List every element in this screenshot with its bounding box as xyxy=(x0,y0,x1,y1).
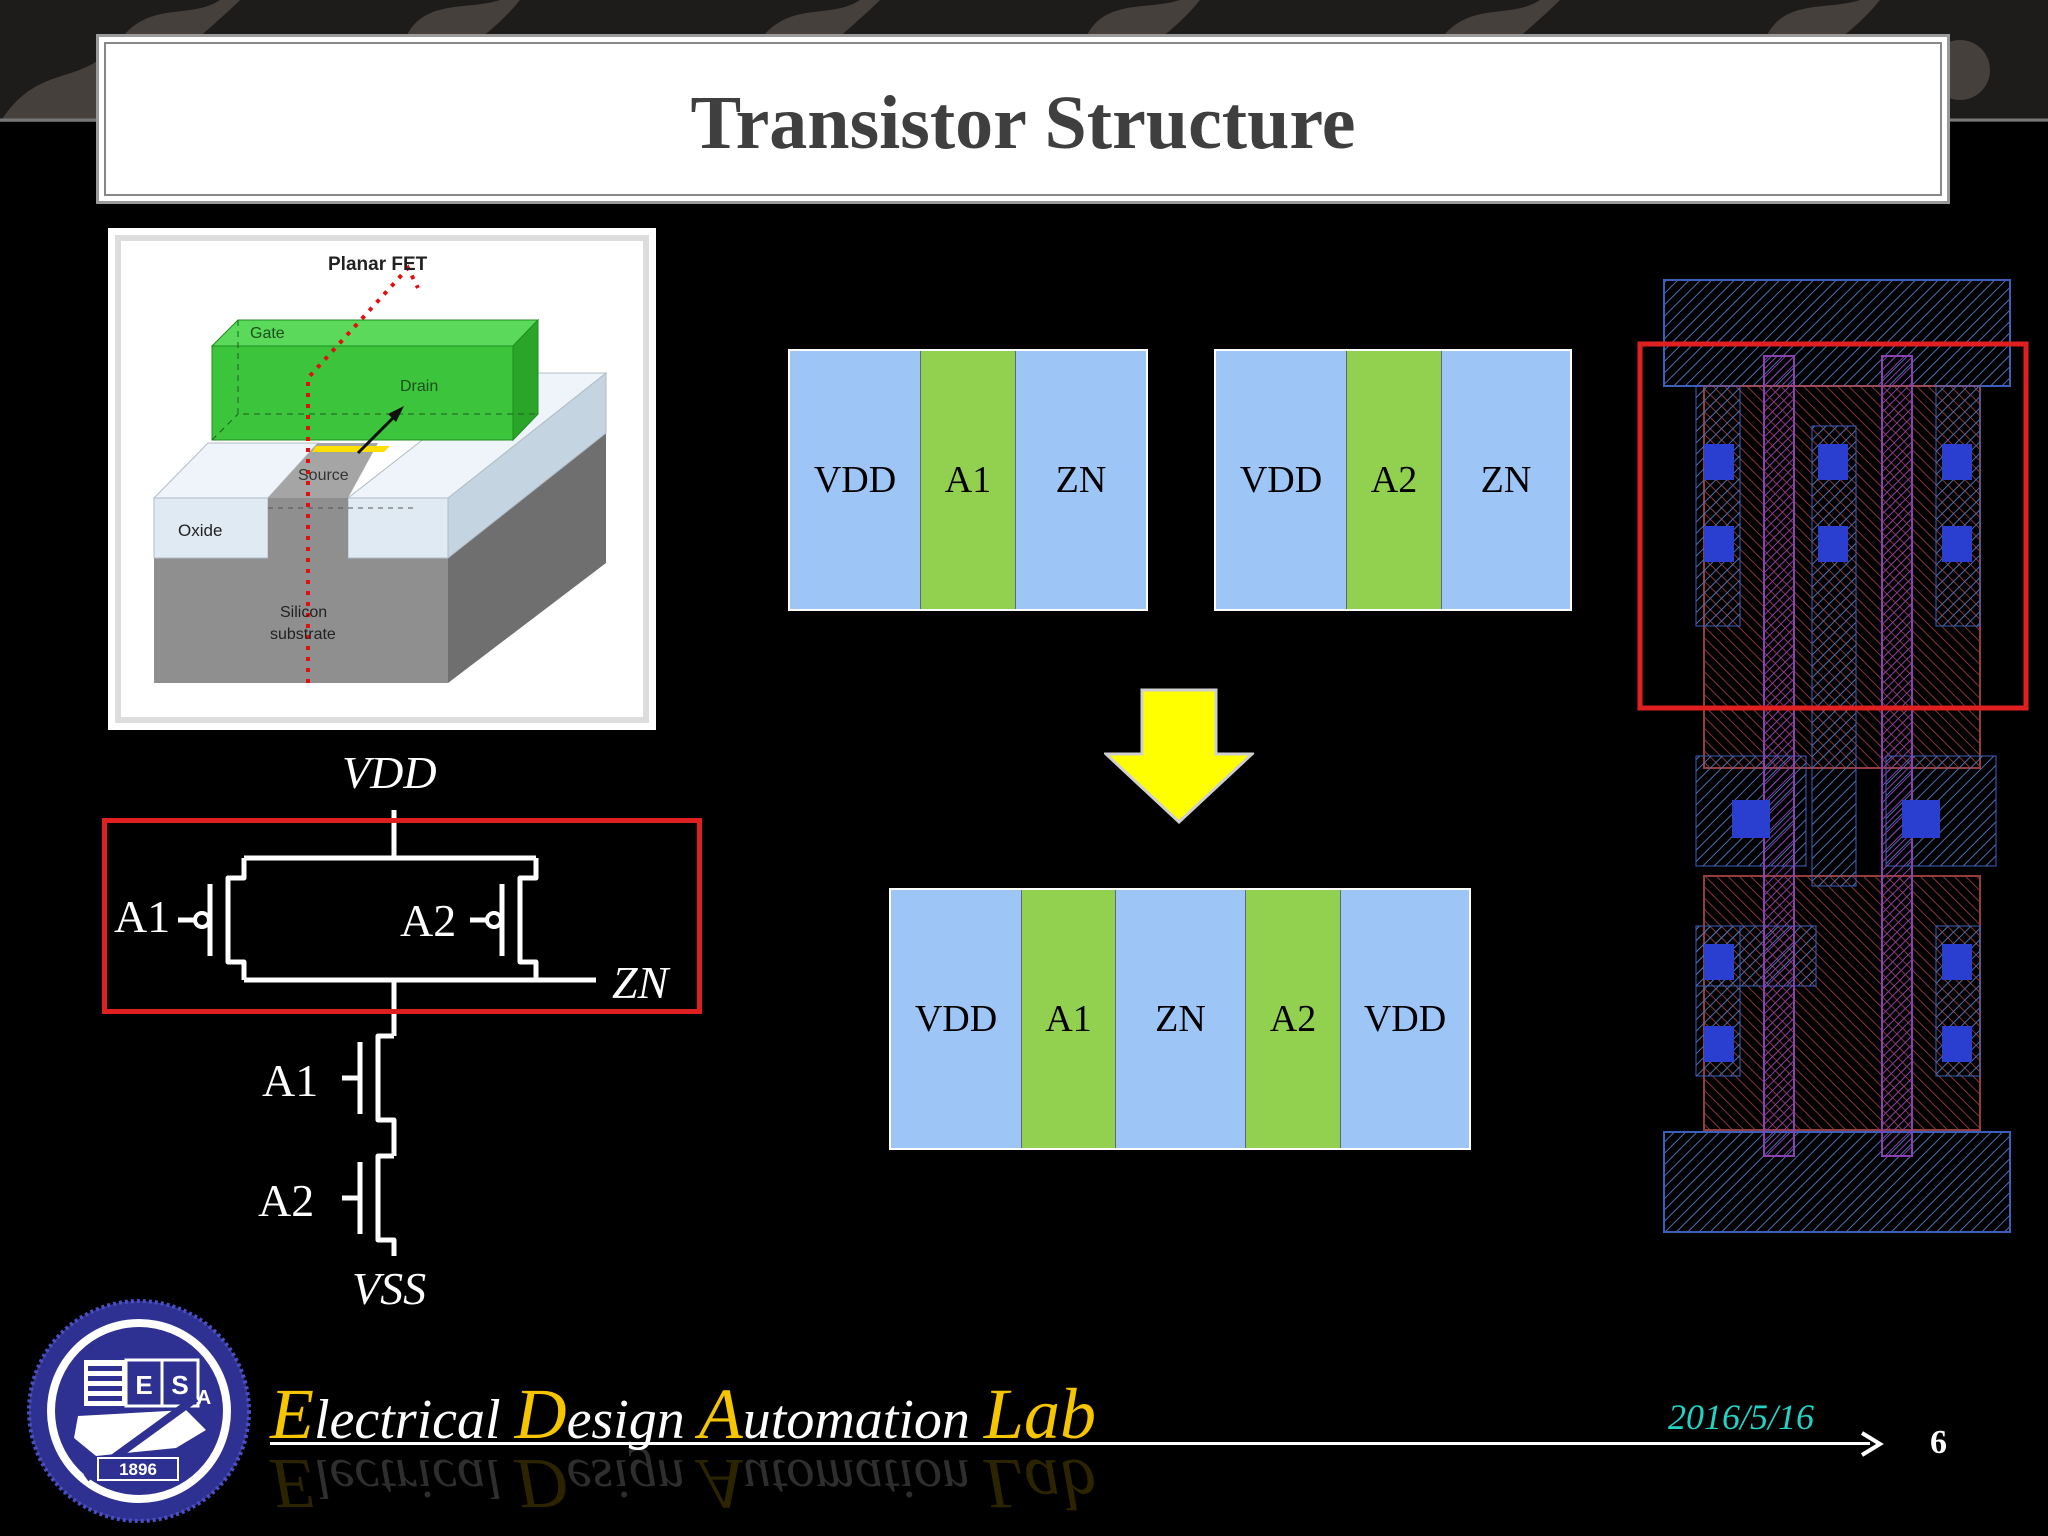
lab-word-rest: lectrical xyxy=(313,1389,515,1451)
strip-vdd: VDD xyxy=(1216,351,1346,609)
oxide-label: Oxide xyxy=(178,521,222,540)
nand-schematic xyxy=(178,810,596,1256)
strip-a1: A1 xyxy=(1021,890,1115,1148)
source-label: Source xyxy=(298,467,349,484)
planar-fet-image: Planar FET Gate Drain Source Oxide Silic… xyxy=(108,228,656,730)
substrate-label: substrate xyxy=(270,626,336,643)
vss-label: VSS xyxy=(352,1263,427,1314)
lab-word-lab: Lab xyxy=(983,1374,1096,1454)
footer-line xyxy=(270,1442,1870,1445)
lab-word-rest: esign xyxy=(566,1389,699,1451)
pmos-a1-label: A1 xyxy=(114,891,171,942)
layout-block-a2: VDD A2 ZN xyxy=(1214,349,1572,611)
logo-letter: A xyxy=(197,1387,211,1409)
lab-logo: E S A 1896 xyxy=(27,1299,251,1523)
lab-initial-a: A xyxy=(698,1374,743,1454)
slide-number: 6 xyxy=(1930,1424,1947,1461)
reflection-text: esign xyxy=(566,1447,699,1509)
pmos-a2-label: A2 xyxy=(400,895,457,946)
strip-a2: A2 xyxy=(1245,890,1340,1148)
drain-label: Drain xyxy=(400,378,438,395)
lab-initial-d: D xyxy=(514,1374,567,1454)
reflection-text: Lab xyxy=(983,1444,1096,1524)
cell-layout-view xyxy=(1637,279,2029,1233)
strip-vdd: VDD xyxy=(790,351,920,609)
slide-title: Transistor Structure xyxy=(690,81,1356,165)
layout-block-merged: VDD A1 ZN A2 VDD xyxy=(889,888,1471,1150)
strip-a2: A2 xyxy=(1346,351,1441,609)
planar-fet-illustration: Planar FET Gate Drain Source Oxide Silic… xyxy=(115,235,649,723)
lab-name-reflection: Electrical Design Automation Lab xyxy=(270,1444,1096,1524)
logo-year: 1896 xyxy=(119,1460,157,1479)
zn-label: ZN xyxy=(612,957,669,1008)
vdd-label: VDD xyxy=(342,747,437,798)
strip-vdd: VDD xyxy=(1340,890,1469,1148)
footer-arrow-icon xyxy=(1860,1431,1884,1457)
reflection-text: A xyxy=(698,1444,743,1524)
reflection-text: E xyxy=(270,1444,314,1524)
reflection-text: utomation xyxy=(742,1447,984,1509)
lab-initial-e: E xyxy=(270,1374,314,1454)
merge-down-arrow-icon xyxy=(1102,688,1256,829)
lab-name: Electrical Design Automation Lab xyxy=(270,1378,1096,1450)
fet-title: Planar FET xyxy=(328,254,428,275)
gate-label: Gate xyxy=(250,325,285,342)
strip-a1: A1 xyxy=(920,351,1015,609)
logo-letter: S xyxy=(171,1370,188,1400)
nmos-a2-label: A2 xyxy=(258,1175,315,1226)
nmos-a1-label: A1 xyxy=(262,1055,319,1106)
layout-block-a1: VDD A1 ZN xyxy=(788,349,1148,611)
title-box: Transistor Structure xyxy=(96,34,1950,204)
reflection-text: lectrical xyxy=(313,1447,515,1509)
lab-word-rest: utomation xyxy=(742,1389,984,1451)
strip-vdd: VDD xyxy=(891,890,1021,1148)
reflection-text: D xyxy=(514,1444,567,1524)
strip-zn: ZN xyxy=(1441,351,1570,609)
pmos-highlight-box xyxy=(102,818,702,1014)
silicon-label: Silicon xyxy=(280,604,327,621)
strip-zn: ZN xyxy=(1015,351,1146,609)
slide-date: 2016/5/16 xyxy=(1668,1397,1815,1437)
logo-letter: E xyxy=(135,1370,152,1400)
strip-zn: ZN xyxy=(1115,890,1245,1148)
